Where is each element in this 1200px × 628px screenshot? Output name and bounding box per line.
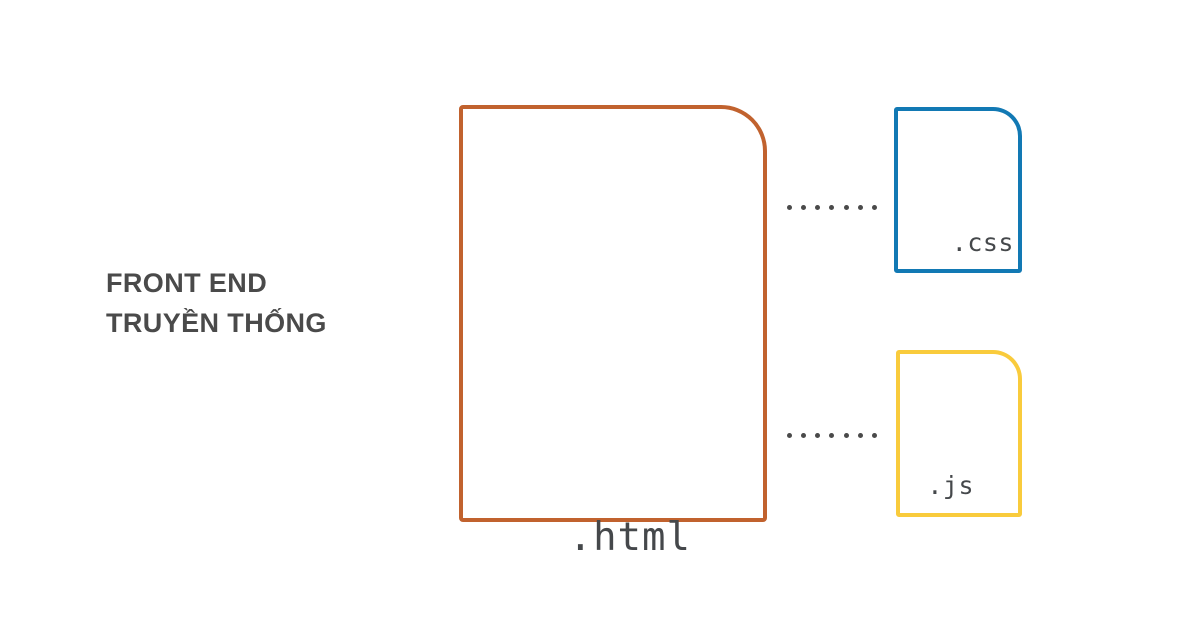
- connector-dot: [815, 204, 821, 210]
- connector-html-to-js: [787, 432, 877, 438]
- connector-dot: [829, 432, 835, 438]
- connector-dot: [871, 432, 877, 438]
- connector-dot: [801, 204, 807, 210]
- file-card-css-label: .css: [951, 228, 1014, 257]
- caption-line-1: FRONT END: [106, 268, 268, 298]
- connector-html-to-css: [787, 204, 877, 210]
- connector-dot: [857, 204, 863, 210]
- diagram-caption: FRONT END TRUYỀN THỐNG: [106, 263, 426, 343]
- connector-dot: [843, 432, 849, 438]
- file-card-css: .css: [894, 107, 1022, 273]
- caption-line-2: TRUYỀN THỐNG: [106, 308, 327, 338]
- connector-dot: [801, 432, 807, 438]
- connector-dot: [815, 432, 821, 438]
- file-card-js-label: .js: [927, 471, 974, 500]
- connector-dot: [871, 204, 877, 210]
- connector-dot: [857, 432, 863, 438]
- connector-dot: [843, 204, 849, 210]
- connector-dot: [787, 204, 792, 210]
- connector-dot: [829, 204, 835, 210]
- connector-dot: [787, 432, 792, 438]
- file-card-html-label: .html: [568, 515, 691, 560]
- file-card-html: .html: [459, 105, 767, 560]
- file-card-js: .js: [896, 350, 1022, 517]
